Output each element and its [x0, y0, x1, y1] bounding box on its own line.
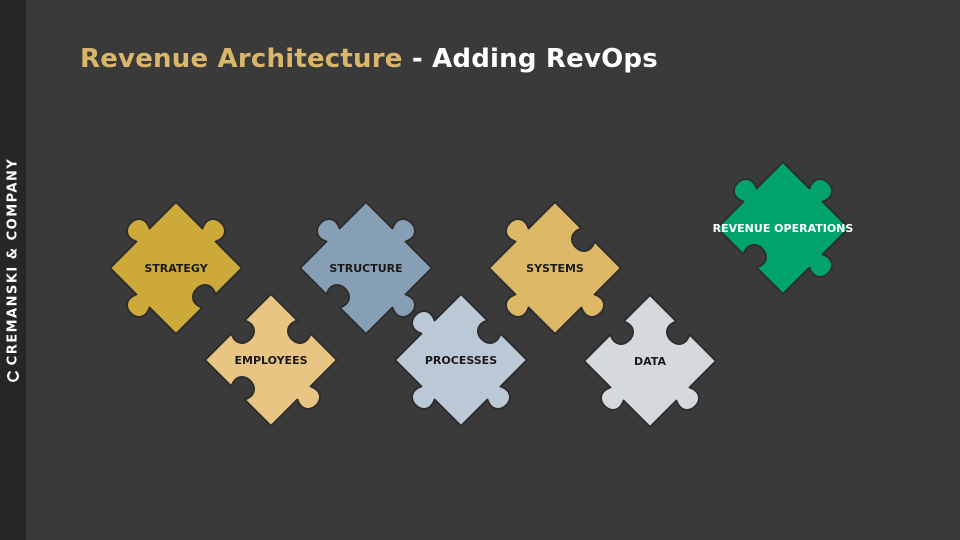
puzzle-piece-processes: PROCESSES	[394, 293, 528, 427]
pieces-layer: STRATEGY STRUCTURE SYSTEMS EMPLOYEES PROCESS…	[109, 161, 854, 428]
puzzle-piece-shape-strategy	[109, 201, 243, 335]
brand: CREMANSKI & COMPANY	[6, 158, 21, 383]
puzzle-piece-shape-revenue-operations	[716, 161, 850, 295]
side-band: CREMANSKI & COMPANY	[0, 0, 26, 540]
puzzle-piece-employees: EMPLOYEES	[204, 293, 338, 427]
puzzle-piece-revenue-operations: REVENUE OPERATIONS	[713, 161, 854, 295]
puzzle-piece-shape-systems	[488, 201, 622, 335]
puzzle-piece-shape-data	[583, 294, 717, 428]
puzzle-piece-shape-employees	[204, 293, 338, 427]
piece-label-revenue-operations: REVENUE OPERATIONS	[713, 222, 854, 235]
puzzle-piece-shape-structure	[299, 201, 433, 335]
piece-label-processes: PROCESSES	[425, 354, 497, 367]
puzzle-piece-strategy: STRATEGY	[109, 201, 243, 335]
puzzle-piece-systems: SYSTEMS	[488, 201, 622, 335]
piece-label-systems: SYSTEMS	[526, 262, 584, 275]
puzzle-piece-structure: STRUCTURE	[299, 201, 433, 335]
puzzle-piece-data: DATA	[583, 294, 717, 428]
piece-label-employees: EMPLOYEES	[234, 354, 307, 367]
puzzle-piece-shape-processes	[394, 293, 528, 427]
title-accent: Revenue Architecture	[80, 44, 403, 74]
title-rest: - Adding RevOps	[402, 44, 658, 74]
page-title: Revenue Architecture - Adding RevOps	[80, 44, 658, 74]
piece-label-strategy: STRATEGY	[144, 262, 208, 275]
c-logo-icon	[7, 371, 19, 382]
piece-label-data: DATA	[634, 355, 666, 368]
piece-label-structure: STRUCTURE	[329, 262, 402, 275]
